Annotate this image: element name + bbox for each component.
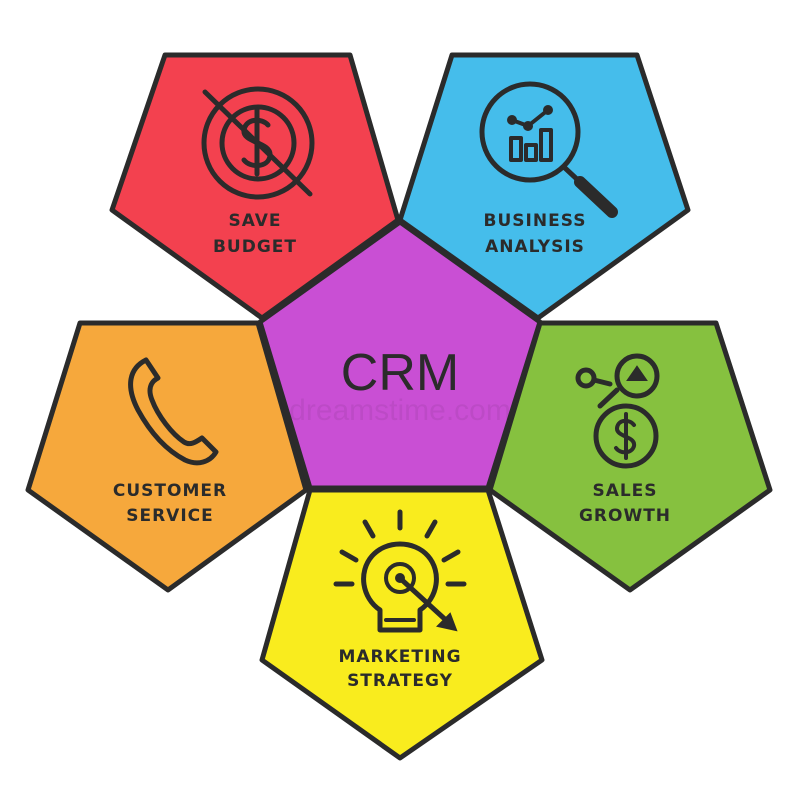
- segment-label-sales-growth-line2: GROWTH: [579, 506, 671, 526]
- segment-label-customer-service-line2: SERVICE: [126, 506, 214, 526]
- segment-marketing-strategy: MARKETING STRATEGY: [259, 487, 545, 761]
- segment-business-analysis: BUSINESS ANALYSIS: [397, 52, 691, 321]
- lightbulb-target-icon: [333, 509, 467, 633]
- segment-label-marketing-strategy-line2: STRATEGY: [347, 671, 453, 691]
- segment-label-business-analysis-line2: ANALYSIS: [485, 237, 585, 257]
- watermark-text: dreamstime.com: [289, 394, 511, 427]
- segment-label-business-analysis-line1: BUSINESS: [484, 211, 587, 231]
- no-money-icon: [201, 86, 315, 200]
- chart-magnifier-icon: [479, 81, 618, 218]
- segment-label-sales-growth-line1: SALES: [592, 481, 657, 501]
- segment-label-marketing-strategy-line1: MARKETING: [338, 647, 461, 667]
- segment-label-save-budget-line2: BUDGET: [213, 237, 297, 257]
- segment-sales-growth: SALES GROWTH: [487, 320, 773, 593]
- pentagon-sales-growth: [487, 320, 773, 593]
- segment-customer-service: CUSTOMER SERVICE: [25, 320, 309, 593]
- pentagon-customer-service: [25, 320, 309, 593]
- segment-label-customer-service-line1: CUSTOMER: [113, 481, 227, 501]
- segment-label-save-budget-line1: SAVE: [228, 211, 281, 231]
- coin-growth-icon: [575, 353, 660, 469]
- center-label: CRM: [341, 344, 459, 402]
- pentagon-business-analysis: [397, 52, 691, 321]
- pentagon-center: [257, 219, 543, 491]
- center-crm: CRM: [257, 219, 543, 491]
- phone-icon: [128, 357, 219, 466]
- pentagon-marketing-strategy: [259, 487, 545, 761]
